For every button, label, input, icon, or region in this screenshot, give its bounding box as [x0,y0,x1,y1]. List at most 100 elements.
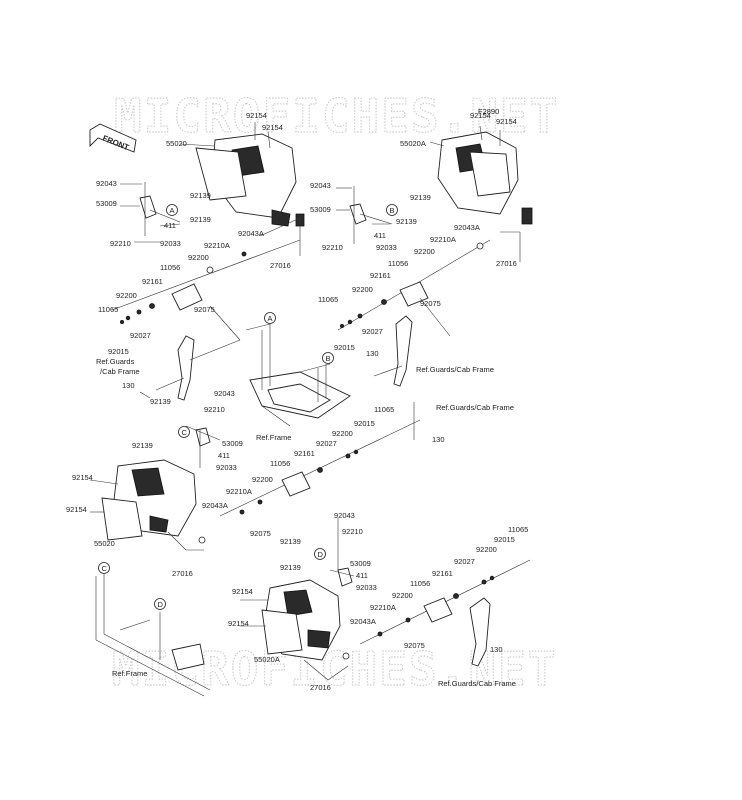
part-number-label: 92043A [454,223,480,232]
part-number-label: 92139 [410,193,431,202]
callout-letter-a: A [268,314,273,323]
part-number-label: 11056 [410,579,430,588]
part-number-label: 11065 [374,405,394,414]
part-number-label: 92154 [246,111,267,120]
part-number-label: 55020A [400,139,426,148]
part-number-label: 92043A [350,617,376,626]
part-number-label: 11056 [270,459,290,468]
assembly-bottom-right [240,518,531,681]
part-number-label: 92210A [204,241,230,250]
part-number-label: 92075 [404,641,425,650]
part-number-label: 92139 [190,215,211,224]
callout-circle [178,426,190,438]
part-number-label: 55020 [94,539,115,548]
part-number-label: /Cab Frame [100,367,140,376]
callout-circle [166,204,178,216]
part-number-label: 11056 [160,263,180,272]
part-number-label: 92027 [362,327,383,336]
part-number-label: 27016 [172,569,193,578]
part-number-label: 92027 [130,331,151,340]
part-number-label: 130 [122,381,135,390]
part-number-label: 53009 [310,205,331,214]
part-number-label: 411 [218,451,230,460]
part-number-label: 92075 [420,299,441,308]
part-number-label: 92200 [352,285,373,294]
part-number-label: 92027 [316,439,337,448]
part-number-label: 92154 [470,111,491,120]
part-number-label: 92043 [96,179,117,188]
callout-letter-b: B [390,206,395,215]
part-number-label: 92033 [160,239,181,248]
part-number-label: 92043A [202,501,228,510]
part-number-label: 92154 [66,505,87,514]
part-number-labels: 92154 92154 55020 92043 92139 53009 92139 411 92… [66,107,528,692]
part-number-label: 92200 [414,247,435,256]
part-number-label: 53009 [222,439,243,448]
part-number-label: 92200 [476,545,497,554]
part-number-label: 92200 [252,475,273,484]
part-number-label: 130 [432,435,445,444]
callout-letter-d: D [318,550,324,559]
part-number-label: 92015 [354,419,375,428]
part-number-label: F2890 [478,107,499,116]
part-number-label: 92139 [280,563,301,572]
part-number-label: 92200 [332,429,353,438]
part-number-label: 92139 [190,191,211,200]
part-number-label: 11065 [98,305,118,314]
part-number-label: 92210A [226,487,252,496]
part-number-label: 92210 [342,527,363,536]
callout-circle [314,548,326,560]
part-number-label: 92043 [310,181,331,190]
part-number-label: 92210 [204,405,225,414]
part-number-label: 92210A [370,603,396,612]
part-number-label: 92015 [108,347,129,356]
part-number-label: 92033 [356,583,377,592]
part-number-label: 53009 [96,199,117,208]
part-number-label: 11065 [508,525,528,534]
assembly-top-right [336,125,533,387]
watermark-top: MICROFICHES.NET [114,89,559,143]
part-number-label: Ref.Guards [96,357,135,366]
part-number-label: 92161 [432,569,453,578]
part-number-label: Ref.Guards/Cab Frame [416,365,494,374]
part-number-label: 92210 [110,239,131,248]
callout-letter-c: C [102,564,108,573]
part-number-label: 92154 [232,587,253,596]
part-number-label: 92139 [132,441,153,450]
part-number-label: Ref.Guards/Cab Frame [438,679,516,688]
part-number-label: 11056 [388,259,408,268]
callout-circle [386,204,398,216]
part-number-label: 92210A [430,235,456,244]
part-number-label: 53009 [350,559,371,568]
part-number-label: 92139 [396,217,417,226]
callout-letter-d: D [158,600,164,609]
part-number-label: 92154 [228,619,249,628]
part-number-label: 92015 [494,535,515,544]
part-number-label: 92033 [376,243,397,252]
part-number-label: 92075 [194,305,215,314]
part-number-label: 130 [490,645,503,654]
callout-letter-a: A [170,206,175,215]
callout-circle [98,562,110,574]
part-number-label: 92139 [150,397,171,406]
part-number-label: 92154 [496,117,517,126]
part-number-label: 27016 [270,261,291,270]
callout-circle [322,352,334,364]
part-number-label: 130 [366,349,379,358]
callout-letter-c: C [182,428,188,437]
part-number-label: Ref.Frame [112,669,147,678]
part-number-label: 92200 [188,253,209,262]
part-number-label: 27016 [310,683,331,692]
callout-letters: A B C D A B C D [98,204,398,610]
part-number-label: 92161 [142,277,163,286]
part-number-label: Ref.Frame [256,433,291,442]
part-number-label: 27016 [496,259,517,268]
callout-letter-b: B [326,354,331,363]
part-number-label: 92043 [214,389,235,398]
part-number-label: 92043 [334,511,355,520]
callout-circle [264,312,276,324]
bottom-left-frame [95,574,211,697]
callout-circle [154,598,166,610]
part-number-label: 92139 [280,537,301,546]
